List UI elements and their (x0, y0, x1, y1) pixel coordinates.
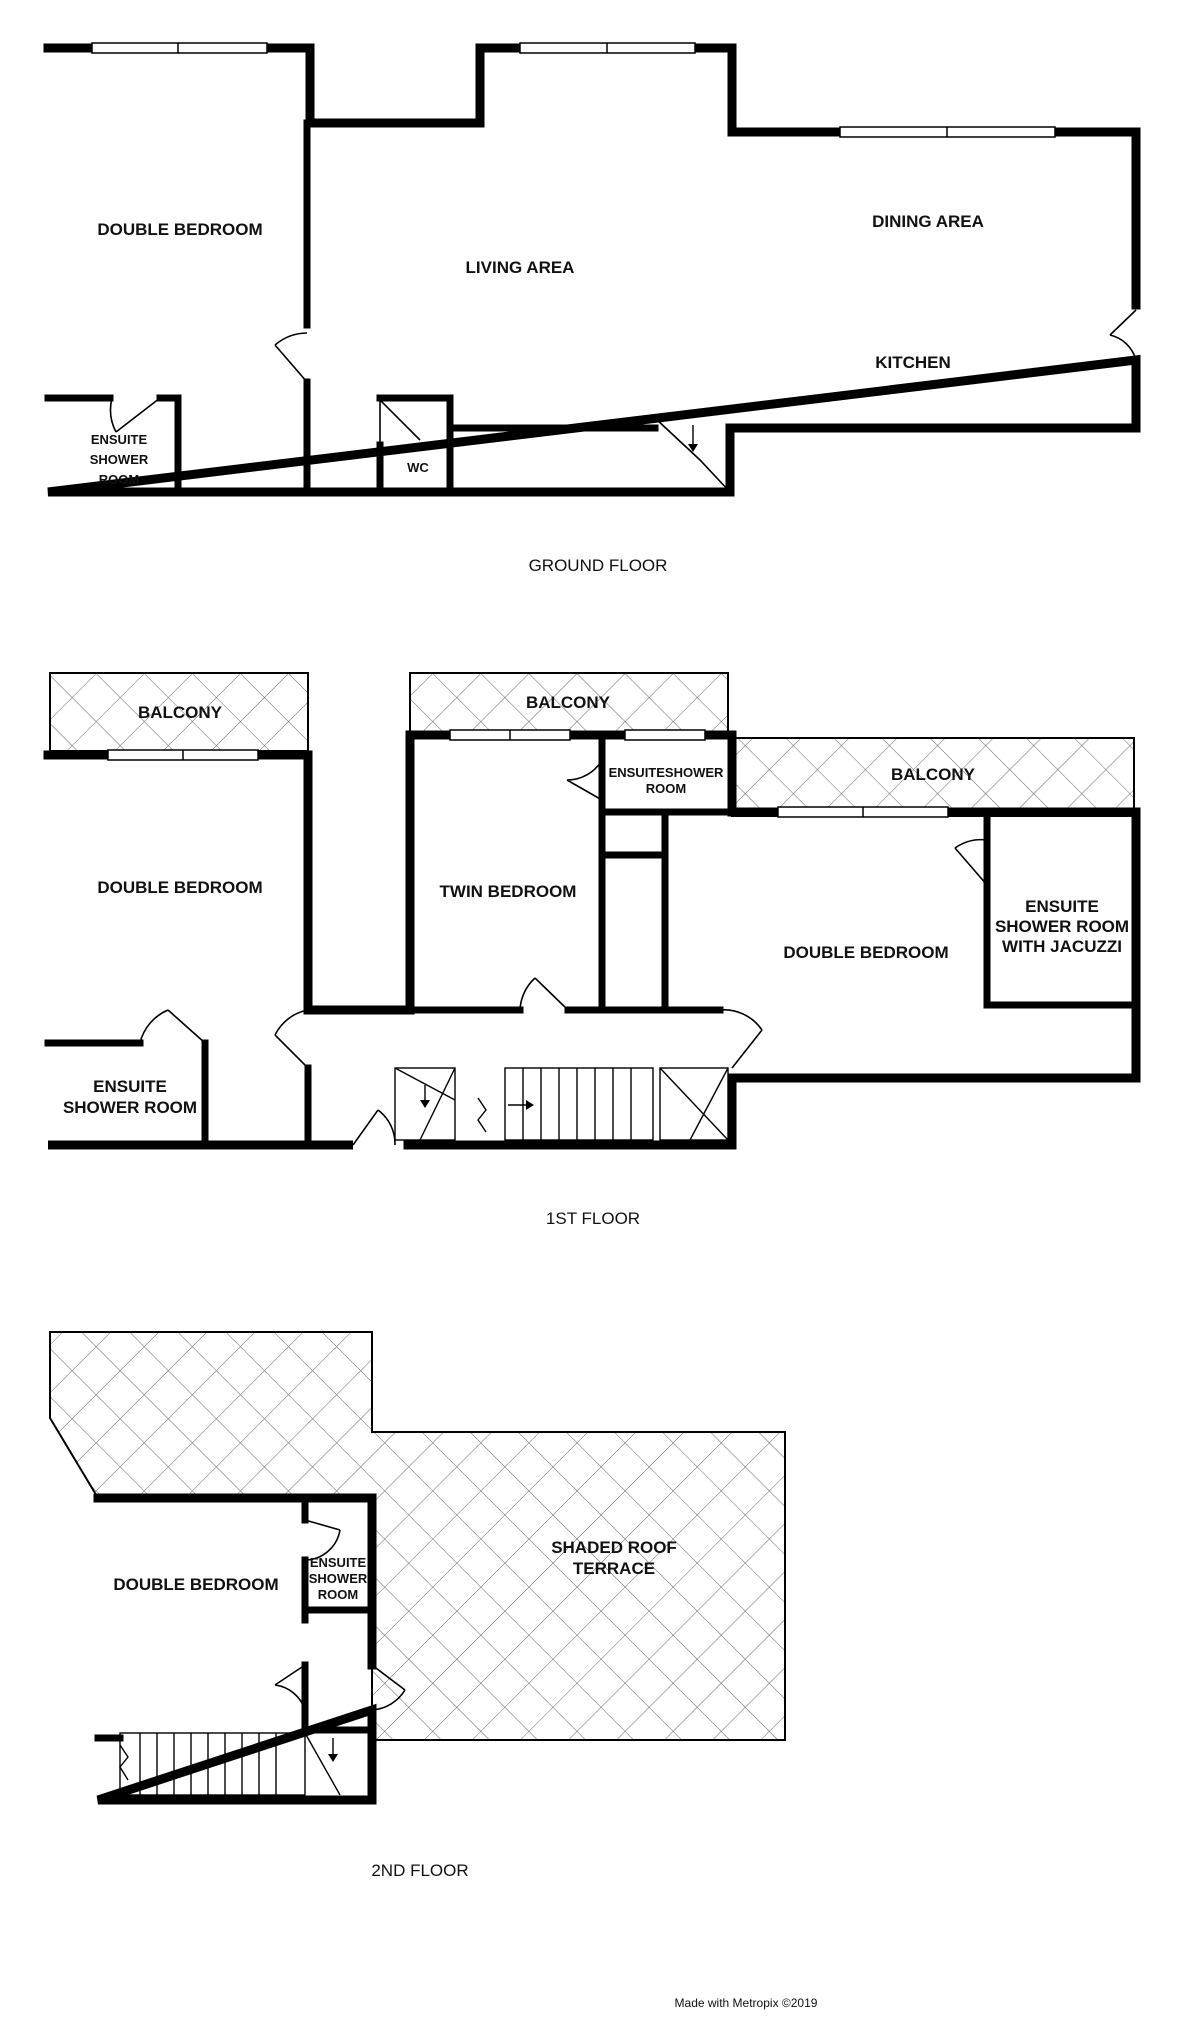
second-terrace-label-line1: SHADED ROOF (551, 1538, 677, 1557)
first-twin-bedroom-label: TWIN BEDROOM (440, 882, 577, 901)
ground-floor-windows (91, 42, 1056, 138)
second-ensuite-label-line1: ENSUITE (310, 1555, 367, 1570)
first-right-ensuite-door (954, 838, 988, 886)
first-twin-door (519, 977, 569, 1011)
second-floor-doors (274, 1519, 406, 1711)
first-left-double-bedroom-label: DOUBLE BEDROOM (97, 878, 262, 897)
first-mid-balcony (409, 672, 729, 736)
first-floor: BALCONY BALCONY BALCONY DOUBLE BEDROOM T… (43, 672, 1141, 1228)
ground-bedroom-door (274, 332, 308, 383)
ground-stair-arrow-icon (688, 425, 698, 452)
second-bedroom-door (274, 1664, 306, 1711)
ground-external-door (1109, 309, 1137, 361)
ground-floor-label: GROUND FLOOR (529, 556, 668, 575)
first-left-ensuite-door (139, 1009, 206, 1044)
first-mid-ensuite-label-line2: ROOM (646, 781, 686, 796)
first-right-ensuite-label-line1: ENSUITE (1025, 897, 1099, 916)
ground-living-area-label: LIVING AREA (466, 258, 575, 277)
ground-stair-door (654, 417, 731, 493)
second-ensuite-door (304, 1519, 341, 1561)
first-left-ensuite-label-line2: SHOWER ROOM (63, 1098, 197, 1117)
first-right-balcony (731, 737, 1135, 817)
first-right-ensuite-label-line3: WITH JACUZZI (1002, 937, 1122, 956)
ground-ensuite-door (109, 397, 161, 433)
second-double-bedroom-label: DOUBLE BEDROOM (113, 1575, 278, 1594)
first-left-balcony-label: BALCONY (138, 703, 223, 722)
first-floor-stairs (394, 1067, 729, 1141)
ground-double-bedroom-label: DOUBLE BEDROOM (97, 220, 262, 239)
ground-floor-doors (109, 309, 1137, 493)
first-mid-ensuite-door (566, 759, 603, 801)
first-right-balcony-label: BALCONY (891, 765, 976, 784)
first-left-ensuite-label-line1: ENSUITE (93, 1077, 167, 1096)
second-terrace-label-line2: TERRACE (573, 1559, 655, 1578)
ground-kitchen-label: KITCHEN (875, 353, 951, 372)
second-floor: DOUBLE BEDROOM ENSUITE SHOWER ROOM SHADE… (49, 1331, 786, 1880)
first-mid-balcony-label: BALCONY (526, 693, 611, 712)
ground-dining-area-label: DINING AREA (872, 212, 984, 231)
first-right-double-bedroom-label: DOUBLE BEDROOM (783, 943, 948, 962)
first-floor-windows (107, 729, 949, 818)
first-left-balcony (49, 672, 309, 752)
first-floor-label: 1ST FLOOR (546, 1209, 640, 1228)
second-roof-terrace (49, 1331, 786, 1741)
ground-floor: DOUBLE BEDROOM LIVING AREA DINING AREA K… (43, 42, 1141, 575)
first-left-bedroom-door (274, 1009, 309, 1069)
ground-wc-label: WC (407, 460, 429, 475)
metropix-credit: Made with Metropix ©2019 (675, 1996, 818, 2010)
ground-ensuite-label-line2: SHOWER (90, 452, 149, 467)
second-terrace-door (371, 1664, 406, 1711)
second-floor-label: 2ND FLOOR (371, 1861, 468, 1880)
second-ensuite-label-line3: ROOM (318, 1587, 358, 1602)
ground-wc-door (379, 399, 421, 445)
ground-ensuite-label-line1: ENSUITE (91, 432, 148, 447)
first-entry-door (352, 1109, 396, 1146)
first-mid-ensuite-label-line1: ENSUITESHOWER (609, 765, 724, 780)
first-right-ensuite-label-line2: SHOWER ROOM (995, 917, 1129, 936)
first-floor-doors (139, 759, 988, 1146)
second-floor-stairs (119, 1732, 341, 1796)
second-ensuite-label-line2: SHOWER (309, 1571, 368, 1586)
first-right-bedroom-door (719, 1009, 763, 1069)
ground-ensuite-label-line3: ROOM (99, 472, 139, 487)
